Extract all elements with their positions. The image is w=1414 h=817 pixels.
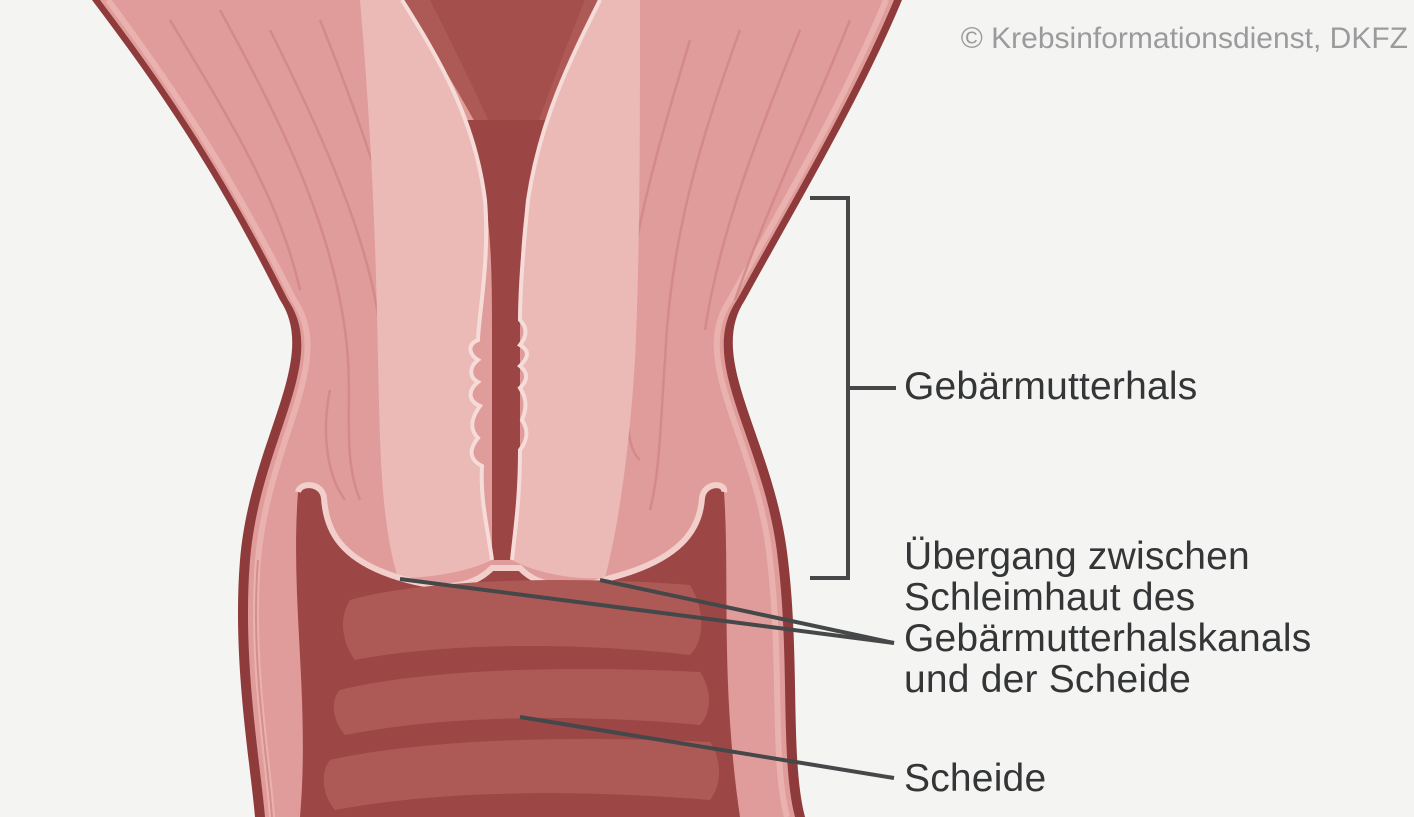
label-cervix: Gebärmutterhals bbox=[904, 366, 1197, 407]
label-transition-zone: Übergang zwischen Schleimhaut des Gebärm… bbox=[904, 536, 1311, 700]
label-transition-line-4: und der Scheide bbox=[904, 659, 1311, 700]
copyright-notice: © Krebsinformationsdienst, DKFZ bbox=[961, 22, 1408, 56]
cervix-bracket bbox=[810, 198, 848, 578]
label-transition-line-2: Schleimhaut des bbox=[904, 577, 1311, 618]
label-transition-line-3: Gebärmutterhalskanals bbox=[904, 618, 1311, 659]
label-vagina: Scheide bbox=[904, 758, 1046, 799]
label-transition-line-1: Übergang zwischen bbox=[904, 536, 1311, 577]
